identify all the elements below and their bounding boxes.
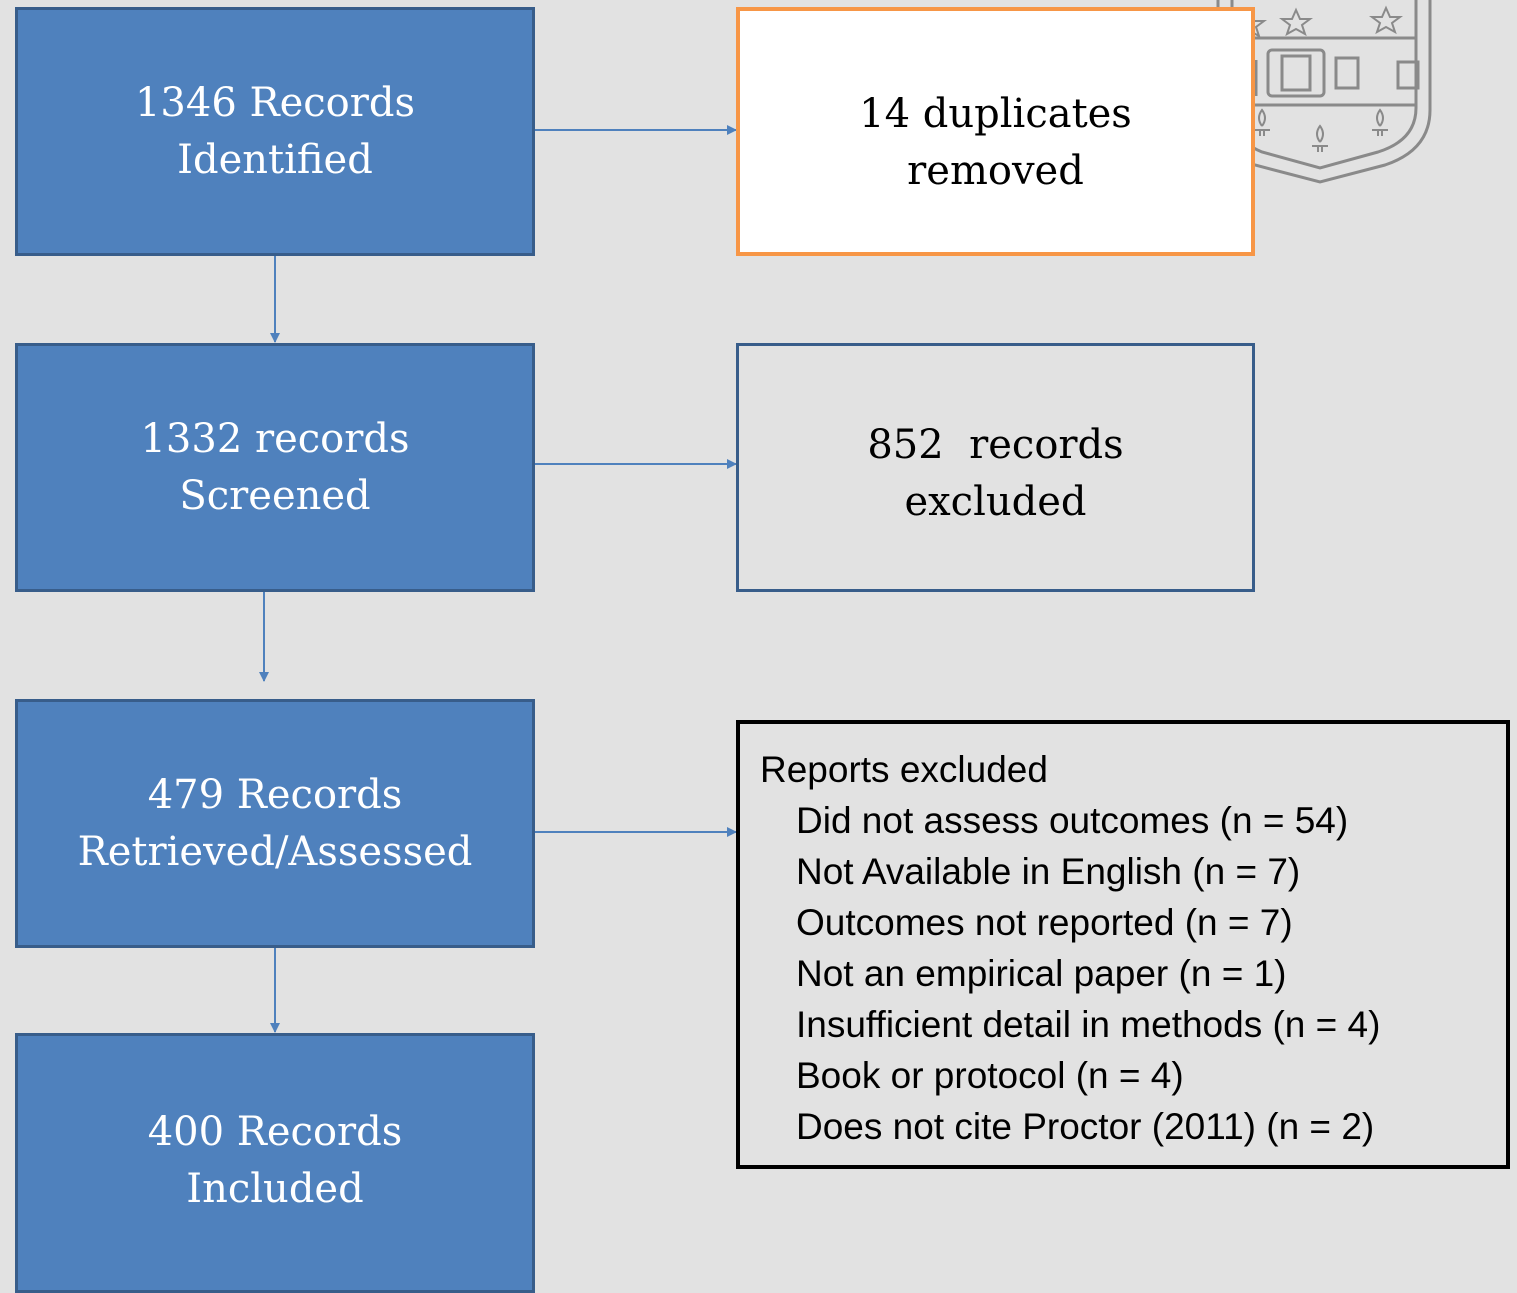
exclusion-reason: Not Available in English (n = 7) bbox=[796, 851, 1301, 892]
exclusion-reason: Did not assess outcomes (n = 54) bbox=[796, 800, 1349, 841]
records-screened-count: 1332 records bbox=[140, 415, 410, 462]
records-excluded-count: 852 records bbox=[867, 422, 1124, 468]
exclusion-reason: Outcomes not reported (n = 7) bbox=[796, 902, 1293, 943]
records-retrieved-count: 479 Records bbox=[147, 771, 403, 818]
duplicates-removed-box: 14 duplicates removed bbox=[736, 7, 1255, 256]
records-retrieved-label: Retrieved/Assessed bbox=[77, 828, 473, 875]
records-screened-label: Screened bbox=[179, 472, 371, 519]
records-screened-box: 1332 records Screened bbox=[15, 343, 535, 592]
records-included-count: 400 Records bbox=[147, 1109, 403, 1155]
reports-excluded-heading: Reports excluded bbox=[760, 749, 1048, 790]
duplicates-removed-count: 14 duplicates bbox=[859, 91, 1132, 137]
records-included-box: 400 Records Included bbox=[15, 1033, 535, 1293]
exclusion-reason: Not an empirical paper (n = 1) bbox=[796, 953, 1287, 994]
records-included-label: Included bbox=[186, 1166, 364, 1212]
records-identified-count: 1346 Records bbox=[134, 79, 416, 126]
records-excluded-box: 852 records excluded bbox=[736, 343, 1255, 592]
exclusion-reason: Does not cite Proctor (2011) (n = 2) bbox=[796, 1106, 1375, 1147]
duplicates-removed-label: removed bbox=[907, 148, 1084, 194]
reports-excluded-box: Reports excluded Did not assess outcomes… bbox=[736, 720, 1510, 1169]
records-identified-box: 1346 Records Identified bbox=[15, 7, 535, 256]
records-identified-label: Identified bbox=[177, 136, 373, 183]
records-retrieved-box: 479 Records Retrieved/Assessed bbox=[15, 699, 535, 948]
records-excluded-label: excluded bbox=[904, 479, 1087, 525]
exclusion-reason: Insufficient detail in methods (n = 4) bbox=[796, 1004, 1381, 1045]
exclusion-reason: Book or protocol (n = 4) bbox=[796, 1055, 1184, 1096]
